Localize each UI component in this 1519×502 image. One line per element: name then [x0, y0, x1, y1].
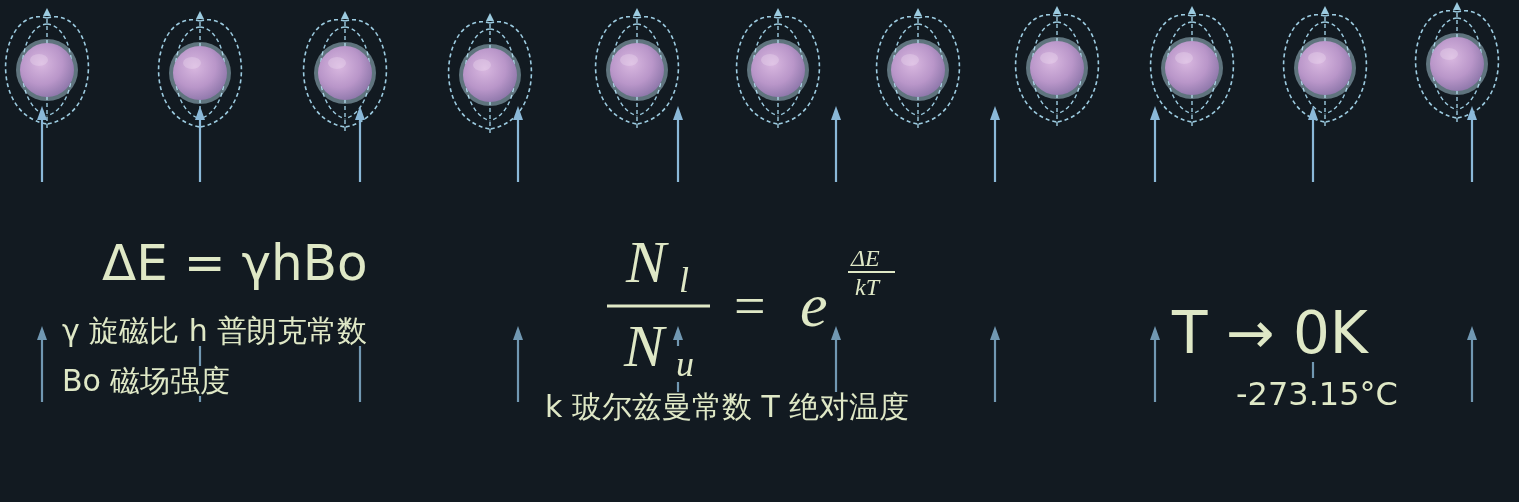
equation: ΔE = γhBo — [100, 238, 370, 288]
field-arrow — [673, 106, 683, 182]
symbol-note: k 玻尔兹曼常数 T 绝对温度 — [543, 392, 911, 422]
atom — [877, 8, 960, 128]
field-arrow — [990, 326, 1000, 402]
formula-subscript: l — [677, 262, 691, 298]
field-arrow — [831, 106, 841, 182]
field-arrow — [990, 106, 1000, 182]
field-arrow — [1150, 326, 1160, 402]
field-arrow — [355, 106, 365, 182]
temperature-note: -273.15°C — [1234, 378, 1400, 410]
atom — [1151, 6, 1234, 126]
field-arrows — [37, 106, 1477, 182]
formula-exponent: ΔE — [849, 246, 882, 270]
atom — [1416, 2, 1499, 122]
field-arrow — [195, 106, 205, 182]
formula-exponent: kT — [853, 275, 881, 299]
atom — [737, 8, 820, 128]
atom — [1284, 6, 1367, 126]
field-arrow — [1467, 106, 1477, 182]
temperature-limit: T → 0K — [1170, 304, 1370, 362]
formula-symbol: = — [732, 278, 768, 334]
symbol-note: Bo 磁场强度 — [60, 366, 232, 396]
field-arrow — [513, 106, 523, 182]
field-arrow — [37, 326, 47, 402]
field-arrow — [37, 106, 47, 182]
field-arrow — [513, 326, 523, 402]
field-arrow — [1308, 106, 1318, 182]
formula-symbol: N — [624, 232, 668, 292]
fraction-bar — [848, 271, 895, 273]
formula-subscript: u — [674, 346, 696, 382]
formula-symbol: N — [622, 316, 666, 376]
fraction-bar — [607, 305, 710, 308]
atom — [6, 8, 89, 128]
atom — [1016, 6, 1099, 126]
field-arrow — [831, 326, 841, 402]
formula-symbol: e — [798, 274, 830, 336]
atom — [304, 11, 387, 131]
spin-atoms — [6, 2, 1499, 133]
field-arrow — [1467, 326, 1477, 402]
atom — [596, 8, 679, 128]
field-arrow — [1150, 106, 1160, 182]
symbol-note: γ 旋磁比 h 普朗克常数 — [60, 316, 369, 346]
